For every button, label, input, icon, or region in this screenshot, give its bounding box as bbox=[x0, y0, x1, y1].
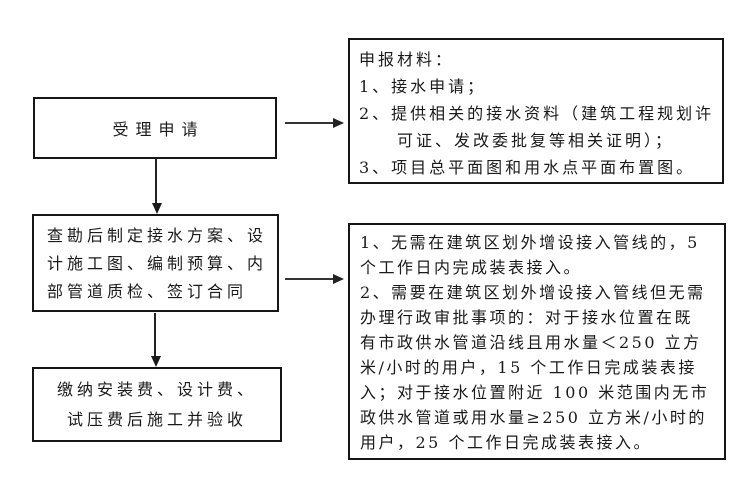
materials-line: 3、项目总平面图和用水点平面布置图。 bbox=[359, 158, 696, 177]
arrow-right-accept-to-materials-icon bbox=[285, 118, 344, 128]
timeline-line: 办理行政审批事项的：对于接水位置在既 bbox=[360, 308, 694, 327]
timeline-line: 政供水管道或用水量≥250 立方米/小时的 bbox=[360, 408, 707, 427]
plan-line: 部管道质检、签订合同 bbox=[47, 282, 248, 301]
plan-line: 计施工图、编制预算、内 bbox=[47, 254, 268, 273]
plan-line: 查勘后制定接水方案、设 bbox=[47, 226, 268, 245]
materials-line: 申报材料： bbox=[359, 50, 455, 69]
flow-box-survey-plan-contract: 查勘后制定接水方案、设 计施工图、编制预算、内 部管道质检、签订合同 bbox=[32, 214, 279, 312]
timeline-line: 米/小时的用户，15 个工作日完成装表接 bbox=[360, 358, 697, 377]
timeline-line: 2、需要在建筑区划外增设接入管线但无需 bbox=[360, 283, 706, 302]
note-box-application-materials: 申报材料： 1、接水申请； 2、提供相关的接水资料（建筑工程规划许 可证、发改委… bbox=[348, 38, 724, 184]
pay-line: 试压费后施工并验收 bbox=[66, 409, 247, 429]
timeline-line: 个工作日内完成装表接入。 bbox=[360, 258, 583, 277]
timeline-line: 有市政供水管道沿线且用水量＜250 立方 bbox=[360, 333, 702, 352]
arrow-down-plan-to-pay-icon bbox=[151, 313, 161, 367]
flow-box-accept-application: 受理申请 bbox=[33, 97, 277, 159]
timeline-line: 入；对于接水位置附近 100 米范围内无市 bbox=[360, 383, 710, 402]
timeline-line: 1、无需在建筑区划外增设接入管线的，5 bbox=[360, 233, 700, 252]
note-box-connection-timeline: 1、无需在建筑区划外增设接入管线的，5 个工作日内完成装表接入。 2、需要在建筑… bbox=[348, 223, 726, 460]
flow-box-accept-application-label: 受理申请 bbox=[112, 120, 205, 139]
materials-line: 1、接水申请； bbox=[359, 77, 487, 96]
materials-line: 可证、发改委批复等相关证明）； bbox=[359, 131, 675, 150]
flow-box-pay-construct-accept: 缴纳安装费、设计费、 试压费后施工并验收 bbox=[32, 367, 282, 442]
arrow-down-accept-to-plan-icon bbox=[152, 158, 162, 214]
arrow-right-plan-to-timeline-icon bbox=[285, 274, 344, 284]
timeline-line: 用户，25 个工作日完成装表接入。 bbox=[360, 433, 652, 452]
materials-line: 2、提供相关的接水资料（建筑工程规划许 bbox=[359, 104, 715, 123]
pay-line: 缴纳安装费、设计费、 bbox=[56, 379, 257, 399]
